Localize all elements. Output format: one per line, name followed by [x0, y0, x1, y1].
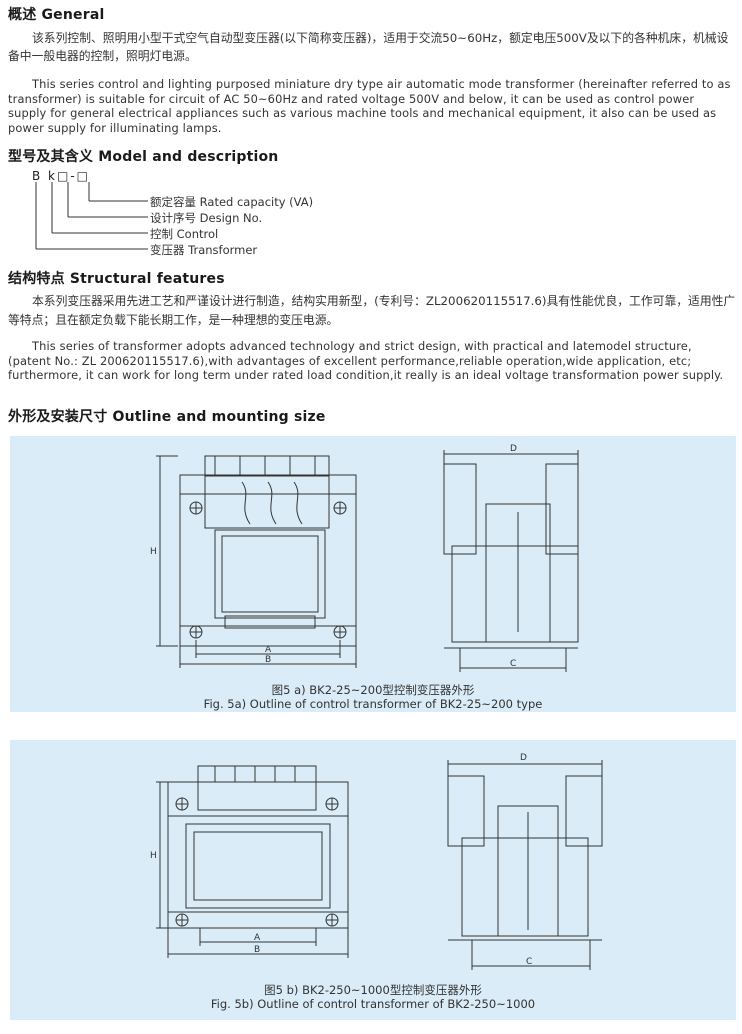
fig-a-dim-b: B [265, 655, 271, 665]
figure-a-caption-zh: 图5 a) BK2-25~200型控制变压器外形 [271, 683, 475, 697]
figure-a-panel: H A B D C 图5 a) BK2-25~200型控制变压器外形 Fig. … [10, 436, 736, 712]
model-label-transformer: 变压器 Transformer [150, 243, 258, 257]
fig-b-dim-d: D [520, 753, 527, 763]
figure-b-caption-en: Fig. 5b) Outline of control transformer … [210, 997, 536, 1011]
figure-b-caption-zh: 图5 b) BK2-250~1000型控制变压器外形 [264, 983, 482, 997]
model-label-capacity: 额定容量 Rated capacity (VA) [150, 195, 314, 209]
fig-a-dim-a: A [265, 645, 272, 655]
fig-a-dim-d: D [510, 444, 517, 454]
model-label-control: 控制 Control [150, 227, 219, 241]
figure-a-drawing: H A B D C [150, 444, 579, 672]
fig-b-dim-b: B [254, 945, 260, 955]
model-label-design: 设计序号 Design No. [150, 211, 263, 225]
structural-text-en: This series of transformer adopts advanc… [8, 339, 724, 382]
fig-b-dim-a: A [254, 933, 261, 943]
general-text-en: This series control and lighting purpose… [8, 77, 731, 135]
model-code: B k□-□ [32, 169, 91, 183]
structural-heading: 结构特点 Structural features [8, 271, 225, 287]
general-text-zh: 该系列控制、照明用小型干式空气自动型变压器(以下简称变压器)，适用于交流50~6… [8, 31, 729, 63]
figure-b-drawing: H A B D C [150, 753, 603, 970]
figure-a-caption-en: Fig. 5a) Outline of control transformer … [203, 697, 543, 711]
fig-b-dim-h: H [150, 851, 157, 861]
model-leader-lines [35, 182, 148, 250]
figure-b-panel: H A B D C 图5 b) BK2-250~1000型控制变压器外形 Fig… [10, 740, 736, 1020]
fig-a-dim-h: H [150, 547, 157, 557]
model-heading: 型号及其含义 Model and description [8, 149, 279, 165]
model-diagram: B k□-□ 额定容量 Rated capacity (VA) 设计序号 Des… [28, 168, 388, 260]
structural-text-zh: 本系列变压器采用先进工艺和严谨设计进行制造，结构实用新型，(专利号：ZL2006… [8, 294, 736, 327]
fig-b-dim-c: C [526, 957, 532, 967]
general-heading: 概述 General [8, 7, 105, 23]
outline-heading: 外形及安装尺寸 Outline and mounting size [8, 409, 326, 425]
fig-a-dim-c: C [510, 659, 516, 669]
